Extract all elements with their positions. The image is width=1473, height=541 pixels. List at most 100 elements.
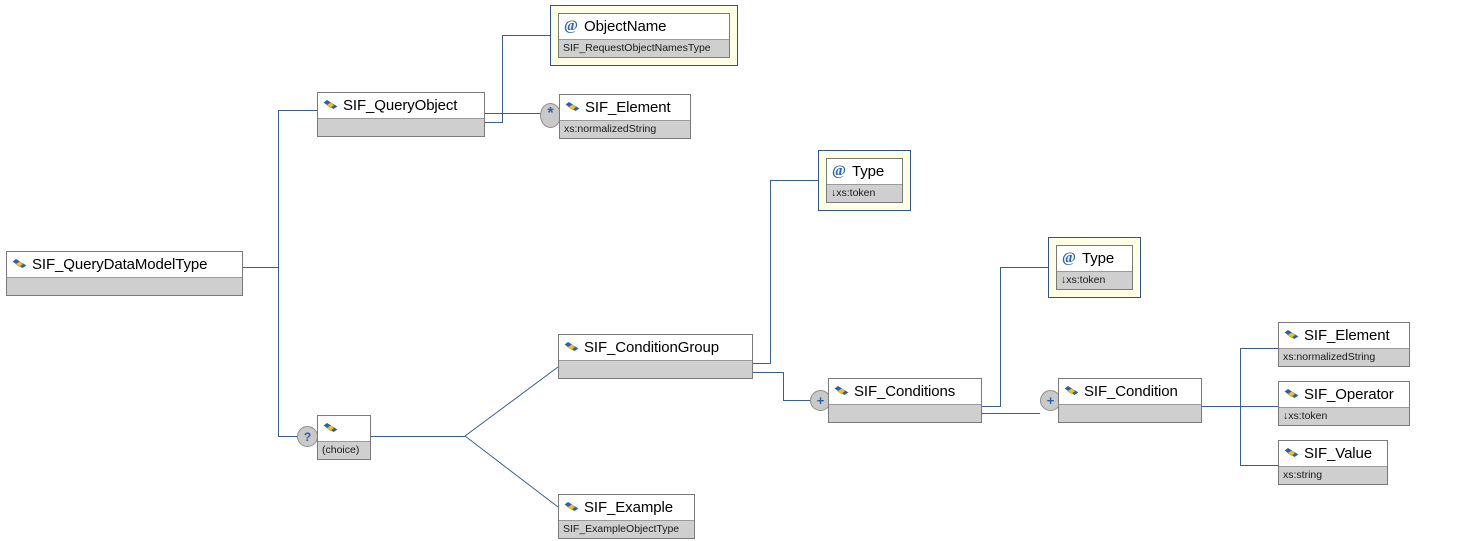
node-subtype: SIF_RequestObjectNamesType bbox=[559, 39, 729, 57]
node-label: SIF_QueryDataModelType bbox=[32, 256, 208, 273]
element-icon bbox=[564, 500, 579, 515]
node-subtype: xs:string bbox=[1279, 466, 1387, 484]
connector-cond-value bbox=[1240, 465, 1278, 466]
node-title: SIF_ConditionGroup bbox=[559, 335, 752, 360]
connector-root-spine bbox=[278, 110, 279, 436]
node-label: Type bbox=[1082, 250, 1115, 267]
element-icon bbox=[323, 98, 338, 113]
attribute-icon: @ bbox=[1062, 250, 1076, 266]
occurrence-label: + bbox=[816, 393, 825, 408]
element-icon bbox=[1284, 387, 1299, 402]
attribute-icon: @ bbox=[832, 163, 846, 179]
node-subtype: SIF_ExampleObjectType bbox=[559, 520, 694, 538]
connector-choice-stub bbox=[371, 436, 465, 437]
element-icon bbox=[323, 421, 338, 436]
node-label: SIF_ConditionGroup bbox=[584, 339, 719, 356]
node-label: SIF_QueryObject bbox=[343, 97, 458, 114]
connector-qo-up bbox=[502, 35, 503, 123]
attribute-container-objectname: @ ObjectName SIF_RequestObjectNamesType bbox=[550, 5, 738, 66]
occurrence-indicator-question[interactable]: ? bbox=[297, 426, 318, 447]
node-subtype bbox=[1059, 404, 1201, 422]
node-subtype bbox=[829, 404, 981, 422]
node-label: SIF_Element bbox=[585, 99, 671, 116]
element-icon bbox=[834, 384, 849, 399]
connector-cond-spine bbox=[1240, 348, 1241, 466]
occurrence-label: ? bbox=[303, 429, 312, 444]
node-label: SIF_Element bbox=[1304, 327, 1390, 344]
node-title: SIF_QueryObject bbox=[318, 93, 484, 118]
node-label: SIF_Conditions bbox=[854, 383, 956, 400]
connector-to-queryobject bbox=[278, 110, 318, 111]
node-subtype: ↓xs:token bbox=[1279, 407, 1409, 425]
element-icon bbox=[1284, 446, 1299, 461]
occurrence-label: + bbox=[1046, 393, 1055, 408]
node-cond-type[interactable]: @ Type ↓xs:token bbox=[1056, 245, 1133, 290]
node-sif-querydatamodeltype[interactable]: SIF_QueryDataModelType bbox=[6, 251, 243, 296]
node-title: SIF_Conditions bbox=[829, 379, 981, 404]
element-icon bbox=[1284, 328, 1299, 343]
node-choice[interactable]: (choice) bbox=[317, 415, 371, 460]
node-condition-sif-element[interactable]: SIF_Element xs:normalizedString bbox=[1278, 322, 1410, 367]
node-title: SIF_Element bbox=[560, 95, 690, 120]
node-objectname[interactable]: @ ObjectName SIF_RequestObjectNamesType bbox=[558, 13, 730, 58]
connector-conds-up bbox=[1000, 267, 1001, 407]
connector-conds-stub bbox=[982, 406, 1000, 407]
node-sif-operator[interactable]: SIF_Operator ↓xs:token bbox=[1278, 381, 1410, 426]
node-subtype bbox=[7, 277, 242, 295]
connector-cond-stub bbox=[1202, 406, 1241, 407]
connector-cond-operator bbox=[1240, 406, 1278, 407]
node-label: SIF_Value bbox=[1304, 445, 1373, 462]
node-title: SIF_Example bbox=[559, 495, 694, 520]
connector-cg-stub bbox=[753, 363, 771, 364]
attribute-container-cg-type: @ Type ↓xs:token bbox=[818, 150, 911, 211]
connector-qo-stub bbox=[485, 122, 503, 123]
element-icon bbox=[565, 100, 580, 115]
node-cg-type[interactable]: @ Type ↓xs:token bbox=[826, 158, 903, 203]
node-label: Type bbox=[852, 163, 885, 180]
connector-to-choice bbox=[278, 436, 297, 437]
node-sif-condition[interactable]: SIF_Condition bbox=[1058, 378, 1202, 423]
node-title: SIF_Element bbox=[1279, 323, 1409, 348]
connector-cond-element bbox=[1240, 348, 1278, 349]
connector-cg-stub2 bbox=[753, 372, 784, 373]
node-sif-conditions[interactable]: SIF_Conditions bbox=[828, 378, 982, 423]
element-icon bbox=[1064, 384, 1079, 399]
node-title: SIF_Condition bbox=[1059, 379, 1201, 404]
node-subtype: xs:normalizedString bbox=[560, 120, 690, 138]
attribute-icon: @ bbox=[564, 18, 578, 34]
connector-cg-type bbox=[770, 180, 820, 181]
node-sif-example[interactable]: SIF_Example SIF_ExampleObjectType bbox=[558, 494, 695, 539]
node-sif-queryobject[interactable]: SIF_QueryObject bbox=[317, 92, 485, 137]
node-label: SIF_Example bbox=[584, 499, 673, 516]
node-subtype: (choice) bbox=[318, 441, 370, 459]
connector-qo-objectname bbox=[502, 35, 550, 36]
node-title: @ Type bbox=[827, 159, 902, 184]
element-icon bbox=[12, 257, 27, 272]
node-subtype: ↓xs:token bbox=[827, 184, 902, 202]
node-subtype bbox=[318, 118, 484, 136]
connector-cg-conditions bbox=[783, 400, 810, 401]
connector-conds-condition bbox=[982, 413, 1040, 414]
occurrence-label: * bbox=[547, 104, 554, 122]
node-queryobject-sif-element[interactable]: SIF_Element xs:normalizedString bbox=[559, 94, 691, 139]
connector-conds-type bbox=[1000, 267, 1050, 268]
node-title: SIF_Operator bbox=[1279, 382, 1409, 407]
node-label: SIF_Condition bbox=[1084, 383, 1178, 400]
node-sif-conditiongroup[interactable]: SIF_ConditionGroup bbox=[558, 334, 753, 379]
node-label: ObjectName bbox=[584, 18, 667, 35]
node-title: @ ObjectName bbox=[559, 14, 729, 39]
connector-cg-up bbox=[770, 180, 771, 364]
element-icon bbox=[564, 340, 579, 355]
node-subtype: ↓xs:token bbox=[1057, 271, 1132, 289]
node-subtype bbox=[559, 360, 752, 378]
node-title: SIF_Value bbox=[1279, 441, 1387, 466]
attribute-container-cond-type: @ Type ↓xs:token bbox=[1048, 237, 1141, 298]
connector-cg-down bbox=[783, 372, 784, 401]
node-title: SIF_QueryDataModelType bbox=[7, 252, 242, 277]
node-sif-value[interactable]: SIF_Value xs:string bbox=[1278, 440, 1388, 485]
occurrence-indicator-star[interactable]: * bbox=[540, 103, 561, 128]
node-title bbox=[318, 416, 370, 441]
node-title: @ Type bbox=[1057, 246, 1132, 271]
